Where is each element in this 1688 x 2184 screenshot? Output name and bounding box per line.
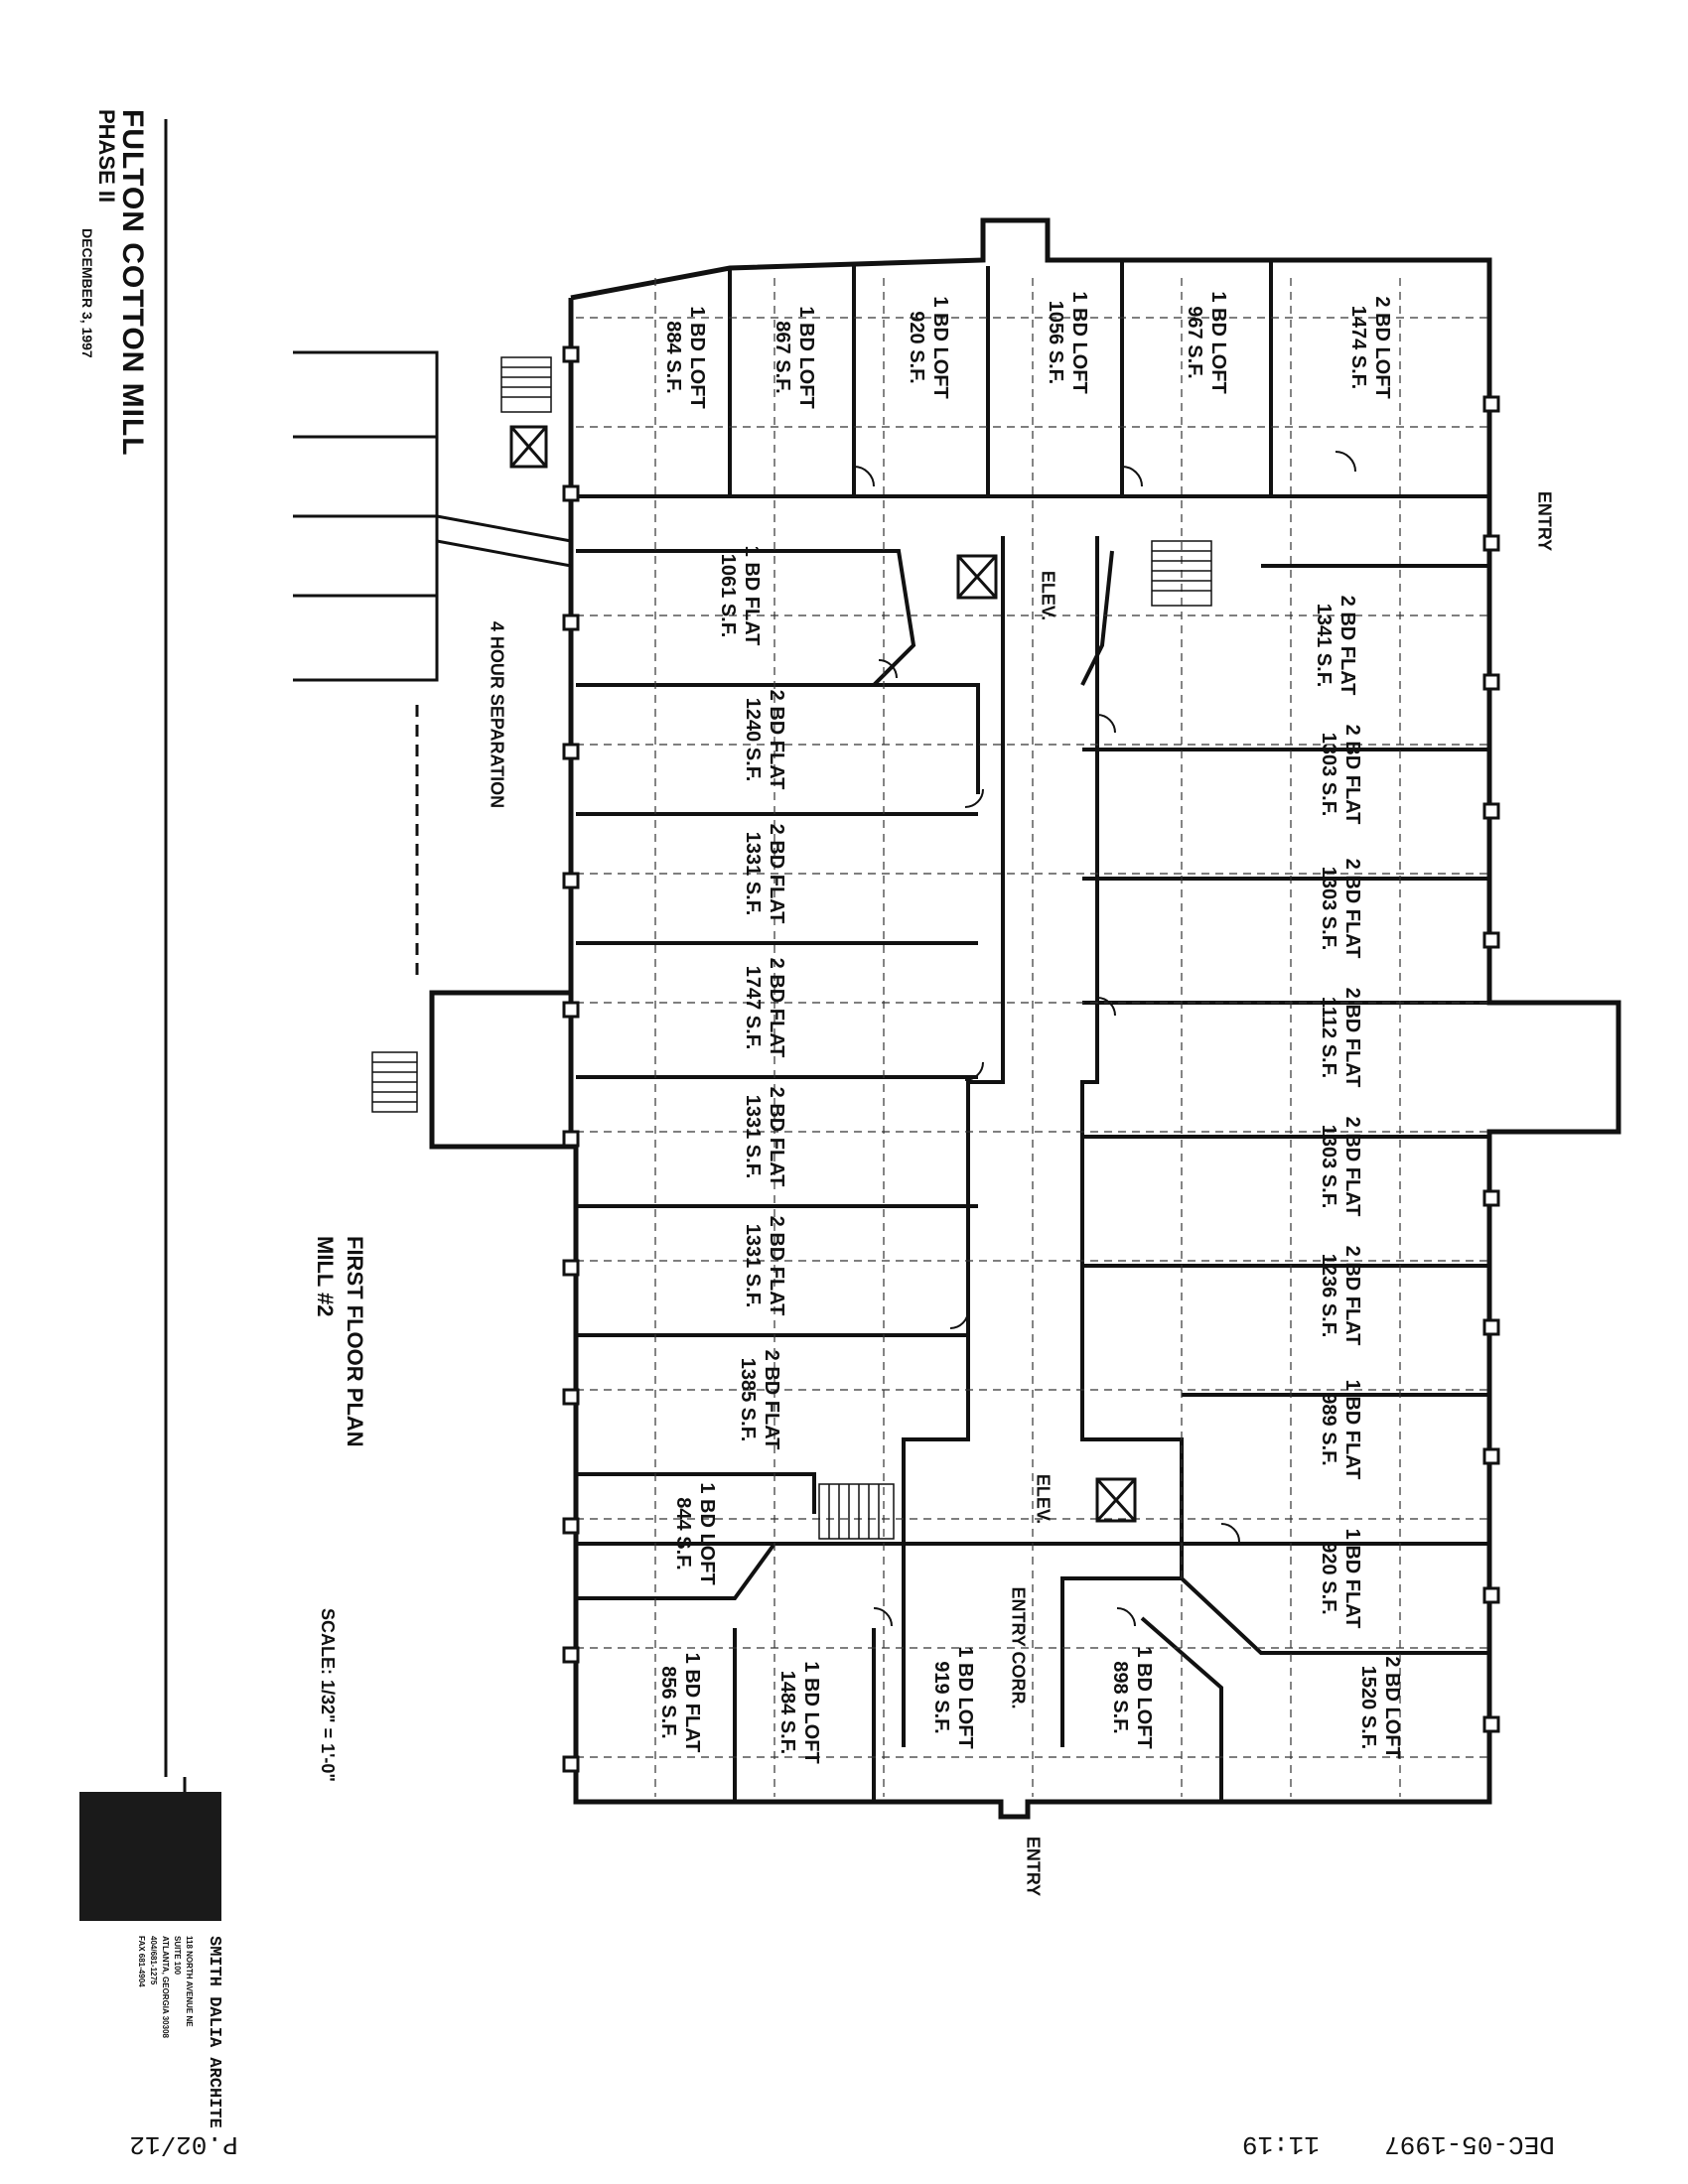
entry-label-bottom: ENTRY xyxy=(1023,1836,1044,1897)
separation-label: 4 HOUR SEPARATION xyxy=(487,620,507,809)
firm-address-line: 404/681-1275 xyxy=(149,1936,158,1985)
project-phase: PHASE II xyxy=(94,109,119,204)
firm-address-line: FAX 681-4904 xyxy=(137,1936,146,1987)
fax-time: 11:19 xyxy=(1241,2129,1321,2159)
drawing-scale: SCALE: 1/32" = 1'-0" xyxy=(318,1608,338,1782)
project-name: FULTON COTTON MILL xyxy=(116,109,149,457)
firm-address-line: SUITE 100 xyxy=(173,1936,182,1976)
entry-corridor-label: ENTRY CORR. xyxy=(1008,1586,1029,1709)
firm-name: SMITH DALIA ARCHITE xyxy=(205,1936,223,2128)
firm-address-line: ATLANTA, GEORGIA 30308 xyxy=(161,1936,170,2038)
entry-label-top: ENTRY xyxy=(1534,490,1555,552)
building-name: MILL #2 xyxy=(313,1236,338,1317)
door-swings xyxy=(853,451,1356,1627)
firm-address-line: 118 NORTH AVENUE NE xyxy=(185,1936,194,2027)
fax-page-number: P.02/12 xyxy=(129,2129,238,2159)
building-outline xyxy=(429,217,1621,1820)
drawing-title: FIRST FLOOR PLAN xyxy=(343,1236,367,1447)
firm-logo xyxy=(79,1792,221,1921)
wall-pilasters xyxy=(562,345,1500,1773)
fax-date: DEC-05-1997 xyxy=(1384,2129,1555,2159)
column-grid xyxy=(576,278,1489,1797)
elevator-label-1: ELEV. xyxy=(1038,570,1058,621)
elevator-label-2: ELEV. xyxy=(1033,1473,1054,1525)
left-column-partitions xyxy=(576,549,980,1802)
right-column-partitions xyxy=(1080,550,1489,1802)
stairs xyxy=(371,356,1212,1540)
elevator-shafts xyxy=(509,425,1137,1523)
adjacent-building xyxy=(293,350,572,983)
project-date: DECEMBER 3, 1997 xyxy=(79,228,95,358)
